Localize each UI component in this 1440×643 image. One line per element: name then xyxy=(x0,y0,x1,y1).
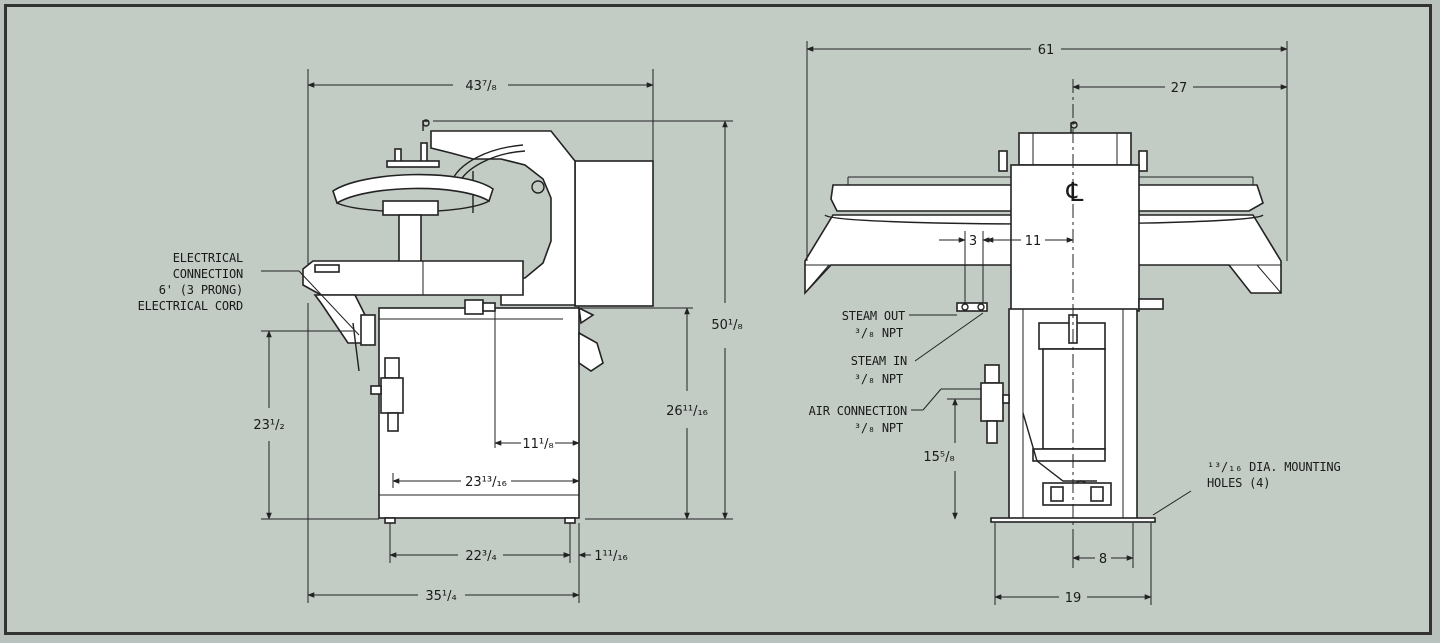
air-label-1: AIR CONNECTION xyxy=(809,404,907,418)
dim-table-height: 26¹¹/₁₆ xyxy=(666,404,708,419)
electrical-label-1: ELECTRICAL xyxy=(173,251,243,265)
air-label-2: ³/₈ NPT xyxy=(854,421,903,435)
steam-out-label-2: ³/₈ NPT xyxy=(854,326,903,340)
front-base-plate xyxy=(990,517,1156,523)
side-cabinet xyxy=(378,307,580,519)
front-view: ℄ xyxy=(804,79,1282,543)
steam-in-label-1: STEAM IN xyxy=(851,354,907,368)
side-press-head xyxy=(332,173,494,205)
dim-center-to-edge: 27 xyxy=(1171,81,1188,96)
centerline-symbol: ℄ xyxy=(1066,178,1084,208)
dim-feet-spacing: 22³/₄ xyxy=(465,549,496,564)
dim-foot-offset: 1¹¹/₁₆ xyxy=(594,549,628,564)
dim-front-overall-width: 61 xyxy=(1038,43,1055,58)
dim-mount-width: 19 xyxy=(1065,591,1082,606)
dim-inner-2: 23¹³/₁₆ xyxy=(465,475,507,490)
side-c-arm xyxy=(430,130,576,306)
front-view-dimensions: 61 27 3 11 15⁵/₈ 8 19 STEAM OUT xyxy=(806,41,1341,606)
dim-steam-spacing: 3 xyxy=(969,234,977,249)
dim-overall-height: 50¹/₈ xyxy=(711,318,742,333)
side-view xyxy=(302,119,654,524)
front-center-column xyxy=(1010,164,1140,312)
technical-drawing: 43⁷/₈ 50¹/₈ 26¹¹/₁₆ 23¹/₂ 11¹/₈ 23¹³/₁₆ xyxy=(138,41,1341,606)
dim-base-height: 23¹/₂ xyxy=(253,418,284,433)
dim-steam-to-center: 11 xyxy=(1025,234,1042,249)
steam-in-label-2: ³/₈ NPT xyxy=(854,372,903,386)
dim-base-width: 35¹/₄ xyxy=(425,589,456,604)
dim-inner-1: 11¹/₈ xyxy=(522,437,553,452)
side-view-dimensions: 43⁷/₈ 50¹/₈ 26¹¹/₁₆ 23¹/₂ 11¹/₈ 23¹³/₁₆ xyxy=(138,69,747,604)
dim-overall-width: 43⁷/₈ xyxy=(465,79,496,94)
steam-out-label-1: STEAM OUT xyxy=(842,309,905,323)
dim-mount-offset: 8 xyxy=(1099,552,1107,567)
electrical-label-4: ELECTRICAL CORD xyxy=(138,299,243,313)
side-rear-housing xyxy=(574,160,654,307)
dim-air-height: 15⁵/₈ xyxy=(923,450,954,465)
front-top-housing xyxy=(1018,132,1132,166)
electrical-label-3: 6' (3 PRONG) xyxy=(159,283,243,297)
side-lower-buck xyxy=(302,260,524,296)
mounting-label-1: ¹³/₁₆ DIA. MOUNTING xyxy=(1207,460,1340,474)
drawing-frame: 43⁷/₈ 50¹/₈ 26¹¹/₁₆ 23¹/₂ 11¹/₈ 23¹³/₁₆ xyxy=(4,4,1432,635)
mounting-label-2: HOLES (4) xyxy=(1207,476,1270,490)
electrical-label-2: CONNECTION xyxy=(173,267,243,281)
